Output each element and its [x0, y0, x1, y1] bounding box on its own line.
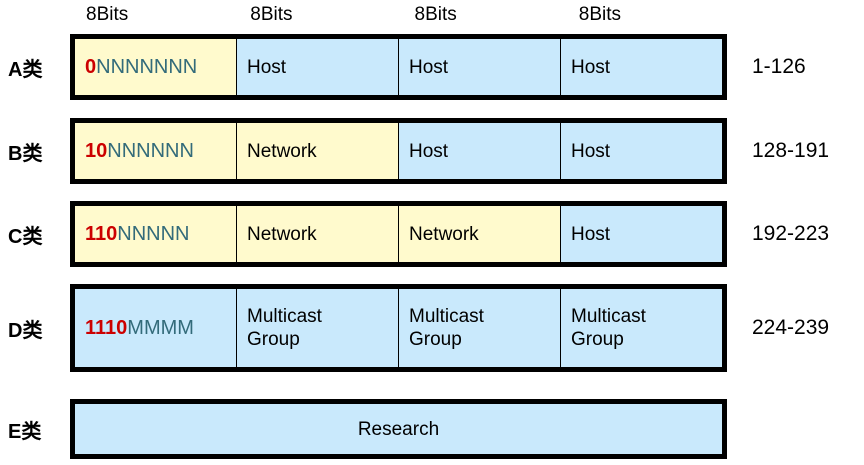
prefix-bits: 10: [85, 139, 108, 162]
class-label-b: B类: [8, 142, 43, 165]
prefix-pattern: 0NNNNNNN: [85, 56, 197, 79]
octet-label: Host: [571, 223, 611, 245]
bits-label: 8Bits: [414, 4, 457, 25]
class-row-c: C类 110NNNNN Network Network Host 192-223: [0, 201, 864, 267]
octet-label: Host: [571, 56, 611, 78]
class-row-e: E类 Research: [0, 399, 864, 459]
prefix-bits: 0: [85, 55, 97, 78]
class-bar-e: Research: [70, 399, 727, 459]
class-row-a: A类 0NNNNNNN Host Host Host 1-126: [0, 34, 864, 100]
octet-cell-prefix: 1110MMMM: [75, 289, 237, 367]
class-label-d: D类: [8, 319, 43, 342]
prefix-fill-letters: NNNNNNN: [96, 55, 198, 78]
prefix-pattern: 10NNNNNN: [85, 140, 194, 163]
octet-cell: Multicast Group: [237, 289, 399, 367]
bits-header-row: 8Bits 8Bits 8Bits 8Bits: [70, 0, 727, 30]
prefix-pattern: 1110MMMM: [85, 317, 194, 340]
bits-header-cell: 8Bits: [234, 0, 398, 30]
prefix-pattern: 110NNNNN: [85, 223, 189, 246]
bits-label: 8Bits: [578, 4, 621, 25]
octet-cell-research: Research: [75, 404, 722, 454]
class-bar-c: 110NNNNN Network Network Host: [70, 201, 727, 267]
class-row-d: D类 1110MMMM Multicast Group Multicast Gr…: [0, 284, 864, 372]
octet-label: Multicast Group: [409, 306, 484, 350]
class-bar-d: 1110MMMM Multicast Group Multicast Group…: [70, 284, 727, 372]
prefix-bits: 1110: [85, 316, 128, 339]
bits-header-cell: 8Bits: [70, 0, 234, 30]
prefix-bits: 110: [85, 222, 118, 245]
octet-label: Multicast Group: [247, 306, 322, 350]
range-label-c: 192-223: [752, 222, 830, 245]
octet-cell: Host: [237, 39, 399, 95]
bits-header-cell: 8Bits: [399, 0, 563, 30]
octet-cell-prefix: 110NNNNN: [75, 206, 237, 262]
octet-cell: Host: [561, 39, 722, 95]
octet-cell: Host: [399, 123, 561, 179]
class-bar-b: 10NNNNNN Network Host Host: [70, 118, 727, 184]
prefix-fill-letters: NNNNNN: [107, 139, 194, 162]
bits-label: 8Bits: [86, 4, 129, 25]
class-label-e: E类: [8, 420, 42, 443]
octet-label: Network: [247, 223, 317, 245]
prefix-fill-letters: MMMM: [127, 316, 194, 339]
octet-cell: Network: [237, 206, 399, 262]
octet-label: Research: [357, 418, 440, 440]
octet-cell-prefix: 0NNNNNNN: [75, 39, 237, 95]
range-label-a: 1-126: [752, 55, 806, 78]
octet-cell: Multicast Group: [399, 289, 561, 367]
class-bar-a: 0NNNNNNN Host Host Host: [70, 34, 727, 100]
octet-cell: Host: [561, 123, 722, 179]
octet-cell: Network: [237, 123, 399, 179]
octet-label: Host: [409, 140, 449, 162]
range-label-d: 224-239: [752, 316, 830, 339]
prefix-fill-letters: NNNNN: [117, 222, 190, 245]
octet-label: Host: [247, 56, 287, 78]
octet-label: Network: [247, 140, 317, 162]
octet-cell: Host: [561, 206, 722, 262]
class-label-c: C类: [8, 225, 43, 248]
range-label-b: 128-191: [752, 139, 830, 162]
octet-label: Multicast Group: [571, 306, 646, 350]
octet-label: Host: [571, 140, 611, 162]
octet-cell: Host: [399, 39, 561, 95]
octet-cell-prefix: 10NNNNNN: [75, 123, 237, 179]
octet-cell: Network: [399, 206, 561, 262]
bits-label: 8Bits: [250, 4, 293, 25]
octet-label: Network: [409, 223, 479, 245]
octet-label: Host: [409, 56, 449, 78]
bits-header-cell: 8Bits: [563, 0, 727, 30]
class-label-a: A类: [8, 58, 43, 81]
class-row-b: B类 10NNNNNN Network Host Host 128-191: [0, 118, 864, 184]
octet-cell: Multicast Group: [561, 289, 722, 367]
